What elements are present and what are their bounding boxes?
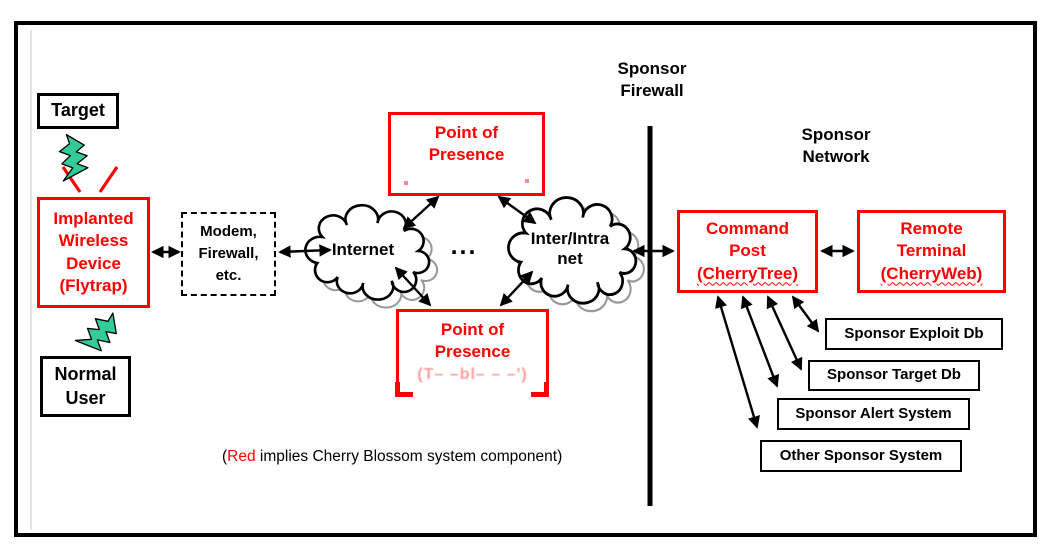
remote-terminal-box: Remote Terminal (CherryWeb) [857, 210, 1006, 293]
cherryweb-label: (CherryWeb) [880, 263, 983, 283]
arrow-commandpost-exploitdb [791, 295, 820, 333]
ellipsis-label: ... [450, 232, 478, 260]
arrow-modem-internet [278, 244, 332, 258]
caption-rest: implies Cherry Blossom system component) [255, 448, 563, 465]
legend-caption: (Red implies Cherry Blossom system compo… [222, 448, 602, 466]
point-of-presence-top-box: Point of Presence [388, 112, 545, 196]
arrow-intranet-pop-top [497, 195, 537, 225]
internet-cloud-label: Internet [331, 240, 395, 259]
pop-bottom-label: Point of Presence [434, 320, 511, 362]
implanted-wireless-device-box: Implanted Wireless Device (Flytrap) [37, 197, 150, 308]
outer-border [14, 21, 1037, 537]
wireless-signal-marks [61, 166, 119, 193]
erased-border-corner-right [531, 382, 549, 397]
command-post-box: Command Post (CherryTree) [677, 210, 818, 293]
slide-edge-line [30, 30, 32, 530]
arrow-intranet-pop-bottom [499, 270, 534, 307]
normal-user-box: Normal User [40, 356, 131, 417]
modem-firewall-box: Modem, Firewall, etc. [181, 212, 276, 296]
remote-terminal-label: Remote Terminal [896, 219, 967, 261]
target-box: Target [37, 93, 119, 129]
erased-text-remnant [525, 179, 529, 183]
sponsor-exploit-db-box: Sponsor Exploit Db [825, 318, 1003, 350]
arrow-internet-pop-bottom [394, 266, 432, 307]
arrow-commandpost-othersystem [715, 295, 760, 429]
arrow-commandpost-targetdb [766, 295, 803, 371]
sponsor-target-db-box: Sponsor Target Db [808, 360, 980, 391]
erased-border-corner-left [395, 382, 413, 397]
intranet-cloud-label: Inter/Intra net [530, 229, 610, 269]
pop-bottom-erased-label: (T– –bl– – –') [417, 366, 528, 384]
command-post-label: Command Post [705, 219, 790, 261]
sponsor-alert-system-box: Sponsor Alert System [777, 398, 970, 430]
sponsor-firewall-label: Sponsor Firewall [617, 59, 687, 101]
lightning-bolt-icon [70, 309, 127, 360]
sponsor-network-label: Sponsor Network [801, 125, 871, 167]
caption-open: ( [222, 448, 228, 465]
arrow-commandpost-alertsystem [740, 295, 780, 388]
lightning-bolt-icon [53, 133, 95, 186]
arrow-internet-pop-top [402, 195, 440, 230]
cherrytree-label: (CherryTree) [696, 263, 799, 283]
point-of-presence-bottom-box: Point of Presence (T– –bl– – –') [396, 309, 549, 397]
caption-red-word: Red [227, 448, 256, 465]
erased-text-remnant [404, 181, 408, 185]
other-sponsor-system-box: Other Sponsor System [760, 440, 962, 472]
